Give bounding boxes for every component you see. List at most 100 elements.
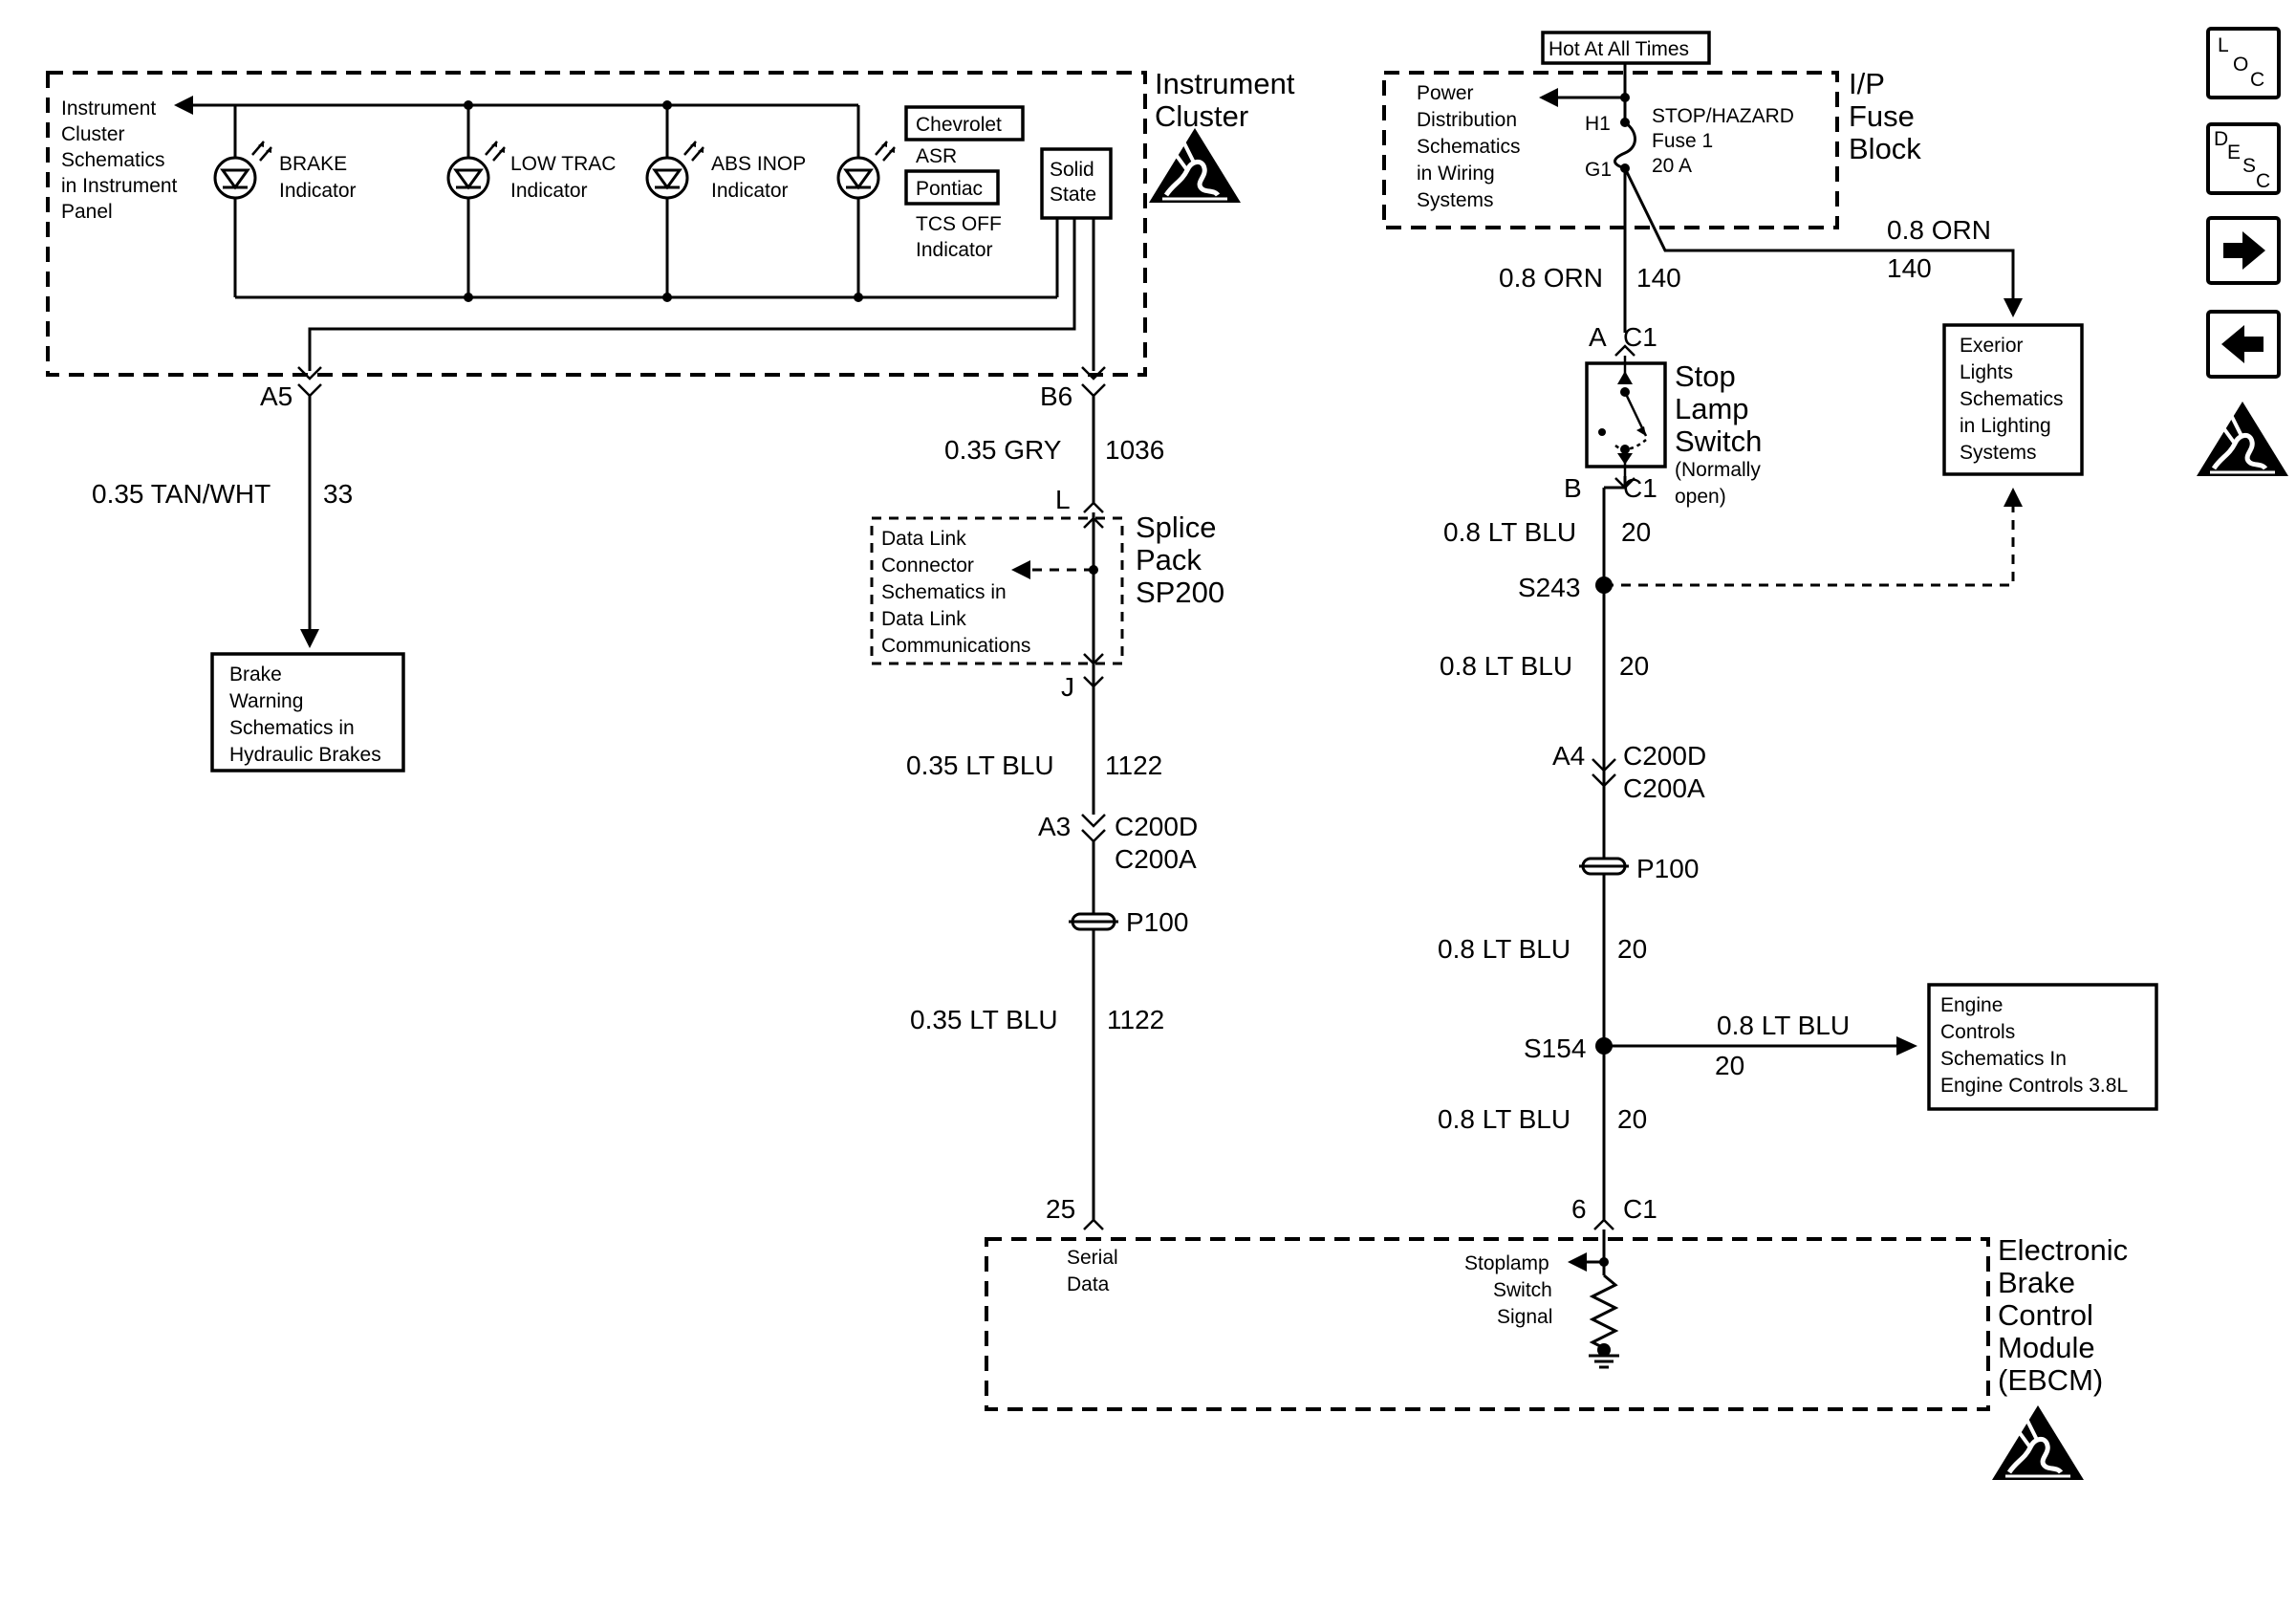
ebcm-title: Module — [1998, 1331, 2095, 1364]
junction-dot — [464, 100, 473, 110]
connector-female — [297, 366, 322, 381]
p100-label: P100 — [1126, 907, 1188, 937]
c200d-label-right: C200D — [1623, 741, 1706, 771]
a5-connector-label: A5 — [260, 381, 292, 411]
engine-controls-ref[interactable]: Engine Controls Schematics In Engine Con… — [1927, 983, 2158, 1111]
desc-letter: E — [2227, 141, 2241, 163]
led-icon — [446, 140, 507, 200]
ebcm-title: Brake — [1998, 1266, 2075, 1299]
ltblu-1122-label: 0.35 LT BLU — [906, 751, 1054, 780]
connector-female — [1081, 366, 1106, 381]
ref-line: Cluster — [61, 123, 125, 145]
data-link-connector-ref[interactable]: Data Link Connector Schematics in Data L… — [881, 528, 1030, 657]
fuse-label: Fuse 1 — [1652, 130, 1713, 152]
instrument-cluster-title-2: Cluster — [1155, 99, 1248, 133]
s154-label: S154 — [1524, 1033, 1586, 1063]
stop-lamp-switch-title: Lamp — [1675, 392, 1749, 425]
arrow-left-icon — [1568, 1252, 1587, 1272]
ebcm-title: Control — [1998, 1298, 2093, 1332]
fuse-label: 20 A — [1652, 155, 1692, 177]
s243-to-exterior-lights — [1604, 503, 2015, 587]
arrow-down-icon — [300, 629, 319, 648]
pin-h1-label: H1 — [1585, 113, 1611, 135]
asr-label: ASR — [916, 145, 957, 167]
led-icon — [213, 140, 273, 200]
instrument-cluster-title-1: Instrument — [1155, 67, 1295, 100]
tcs-off-label: TCS OFF — [916, 213, 1002, 235]
c1-label-bottom: C1 — [1623, 473, 1657, 503]
splice-pack-title: SP200 — [1136, 576, 1224, 609]
ebcm-pin-25: 25 — [1046, 1194, 1075, 1224]
ref-line: Controls — [1940, 1021, 2015, 1043]
ebcm-title: (EBCM) — [1998, 1363, 2103, 1397]
ebcm-boundary — [985, 1237, 1990, 1411]
a4-pin-label: A4 — [1552, 741, 1585, 771]
ebcm-title: Electronic — [1998, 1233, 2128, 1267]
ref-line: Lights — [1960, 361, 2013, 383]
a5-lead — [308, 218, 1076, 371]
loc-letter: C — [2250, 69, 2264, 91]
previous-page-button[interactable] — [2206, 310, 2281, 379]
arrow-left-icon — [2221, 325, 2264, 363]
ref-line: Schematics — [1960, 388, 2064, 410]
orn-to-exterior-lights — [1623, 167, 2015, 302]
stop-lamp-switch — [1585, 356, 1667, 476]
ref-line: in Lighting — [1960, 415, 2051, 437]
brake-warning-ref[interactable]: Brake Warning Schematics in Hydraulic Br… — [210, 652, 405, 772]
fuse-label: STOP/HAZARD — [1652, 105, 1794, 127]
p100-passthrough-left — [1069, 912, 1118, 931]
ref-line: Engine — [1940, 994, 2003, 1016]
desc-letter: S — [2242, 155, 2256, 177]
p100-label-right: P100 — [1636, 854, 1699, 883]
ltblu-20-label: 0.8 LT BLU — [1438, 934, 1570, 964]
instrument-cluster-ref[interactable]: Instrument Cluster Schematics in Instrum… — [61, 98, 178, 223]
esd-warning-icon[interactable] — [2197, 402, 2288, 476]
ref-line: Schematics — [61, 149, 165, 171]
exterior-lights-ref[interactable]: Exerior Lights Schematics in Lighting Sy… — [1942, 323, 2084, 476]
pin-l-mark — [1083, 501, 1104, 513]
fuse-block-title: Fuse — [1849, 99, 1915, 133]
ref-line: Systems — [1417, 189, 1494, 211]
ltblu-20-label: 0.8 LT BLU — [1440, 651, 1572, 681]
next-page-button[interactable] — [2206, 216, 2281, 285]
pin-l-label: L — [1055, 485, 1071, 514]
ref-line: Communications — [881, 635, 1030, 657]
ref-line: Distribution — [1417, 109, 1517, 131]
ref-line: Schematics in — [229, 717, 355, 739]
esd-warning-icon — [1149, 128, 1241, 203]
connector-female — [1592, 758, 1616, 772]
stop-lamp-switch-note: open) — [1675, 486, 1726, 508]
ground-icon — [1589, 1343, 1619, 1369]
splice-pack-title: Splice — [1136, 511, 1216, 544]
desc-letter: C — [2256, 170, 2270, 192]
ref-line: Schematics In — [1940, 1048, 2067, 1070]
low-trac-indicator-label: Indicator — [510, 180, 588, 202]
tan-wht-wire-label: 0.35 TAN/WHT — [92, 479, 271, 509]
ref-line: in Wiring — [1417, 163, 1495, 185]
ref-line: Exerior — [1960, 335, 2024, 357]
desc-letter: D — [2214, 128, 2228, 150]
esd-warning-icon — [1992, 1405, 2084, 1480]
arrow-left-icon — [174, 96, 193, 115]
chevrolet-label: Chevrolet — [916, 114, 1002, 136]
junction-dot — [662, 100, 672, 110]
arrow-down-icon — [2004, 298, 2023, 317]
ref-line: Power — [1417, 82, 1474, 104]
stoplamp-signal-label: Switch — [1493, 1279, 1552, 1301]
ref-line: Brake — [229, 664, 282, 685]
ref-line: Data Link — [881, 608, 966, 630]
desc-button[interactable]: D E S C — [2206, 122, 2281, 195]
loc-letter: O — [2233, 54, 2248, 76]
arrow-right-icon — [2223, 231, 2265, 270]
exterior-orn-circuit: 140 — [1887, 253, 1932, 283]
serial-data-label: Serial — [1067, 1247, 1118, 1269]
power-distribution-ref[interactable]: Power Distribution Schematics in Wiring … — [1417, 82, 1521, 211]
loc-button[interactable]: L O C — [2206, 27, 2281, 99]
gry-wire-label: 0.35 GRY — [944, 435, 1062, 465]
ref-line: Schematics — [1417, 136, 1521, 158]
c200a-label: C200A — [1115, 844, 1197, 874]
ebcm-c1-label: C1 — [1623, 1194, 1657, 1224]
loc-letter: L — [2218, 34, 2229, 56]
ebcm-pin-6-mark — [1593, 1218, 1614, 1230]
serial-data-label: Data — [1067, 1273, 1110, 1295]
